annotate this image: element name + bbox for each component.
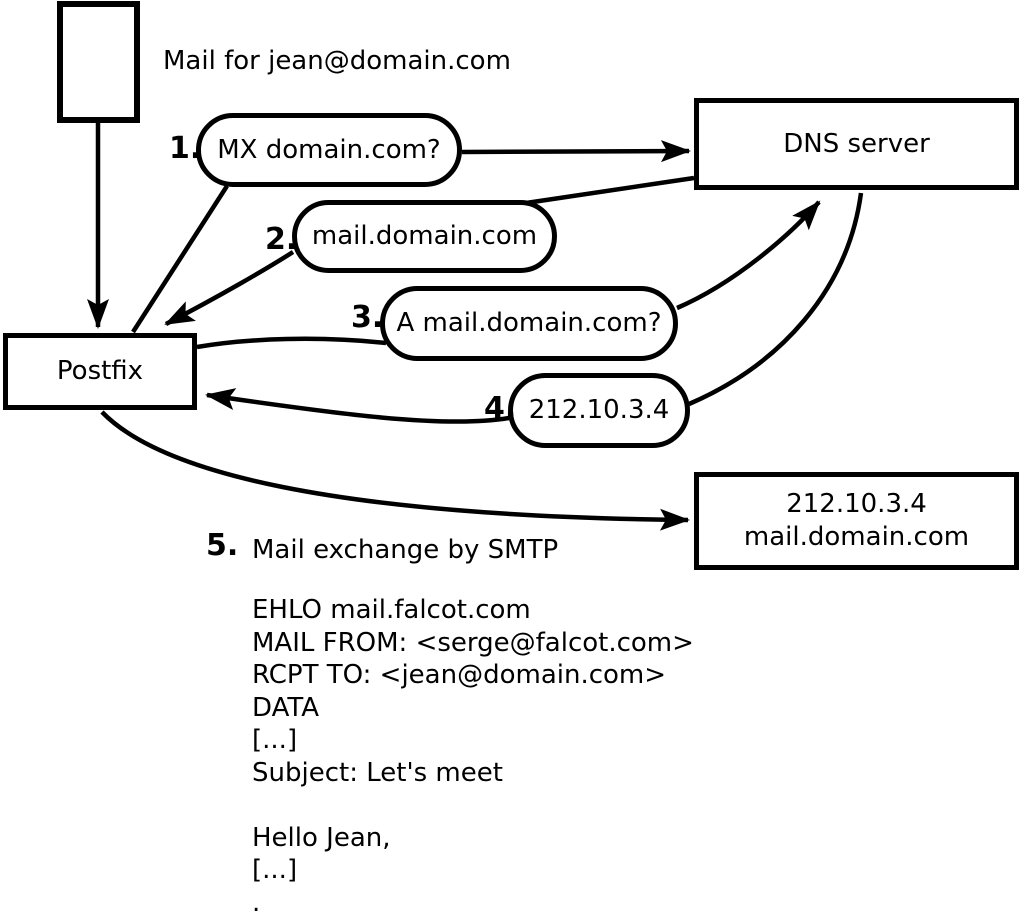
step-number-1: 1. [169,131,202,166]
step-5-label: Mail exchange by SMTP [252,535,559,565]
step-number-5: 5. [206,528,239,563]
dns-server-label: DNS server [783,128,930,159]
query-bubble-a-label: A mail.domain.com? [396,308,662,338]
response-bubble-a: 212.10.3.4 [508,373,690,448]
postfix-label: Postfix [56,356,144,386]
query-bubble-mx-label: MX domain.com? [217,134,441,165]
query-bubble-a: A mail.domain.com? [380,286,678,361]
arrow-postfix-to-mailserver [100,410,690,531]
dns-server-box: DNS server [694,98,1019,190]
response-bubble-mx-label: mail.domain.com [311,221,538,251]
step-number-3: 3. [351,300,384,335]
mail-server-hostname: mail.domain.com [743,522,970,552]
envelope-box [57,1,140,123]
arrow-bubble2-to-postfix [164,250,295,326]
line-postfix-to-bubble1 [131,184,229,334]
step-number-4: 4. [484,391,517,426]
arrow-bubble3-to-dns [676,200,821,311]
step-number-2: 2. [265,222,298,257]
arrow-bubble4-to-postfix [205,388,510,424]
response-bubble-a-label: 212.10.3.4 [528,395,670,425]
mail-server-ip: 212.10.3.4 [786,489,927,519]
response-bubble-mx: mail.domain.com [292,200,557,273]
mail-server-box: 212.10.3.4 mail.domain.com [694,472,1019,570]
query-bubble-mx: MX domain.com? [196,113,462,187]
arrow-bubble1-to-dns [461,140,691,163]
line-dns-to-bubble4 [688,192,864,407]
smtp-session-text: EHLO mail.falcot.com MAIL FROM: <serge@f… [252,595,694,918]
mail-annotation: Mail for jean@domain.com [163,46,511,76]
line-dns-to-bubble2 [525,175,695,206]
line-postfix-to-bubble3 [196,336,387,350]
postfix-box: Postfix [3,333,197,410]
